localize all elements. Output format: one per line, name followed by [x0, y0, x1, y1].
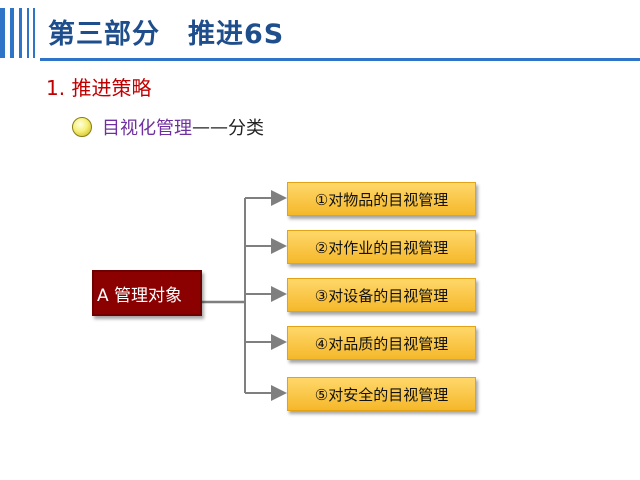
source-node-management-object: A 管理对象	[92, 270, 202, 316]
lightbulb-icon	[72, 117, 92, 137]
item-node-5: ⑤对安全的目视管理	[287, 377, 476, 411]
slide-title: 第三部分 推进6S	[48, 19, 285, 50]
bullet-dash: ——	[192, 116, 228, 138]
item-node-1: ①对物品的目视管理	[287, 182, 476, 216]
title-underline	[40, 58, 640, 61]
item-node-3: ③对设备的目视管理	[287, 278, 476, 312]
item-node-2: ②对作业的目视管理	[287, 230, 476, 264]
section-subtitle: 1. 推进策略	[46, 76, 152, 100]
bullet-main-text: 目视化管理	[102, 118, 192, 139]
bullet-row: 目视化管理 —— 分类	[72, 114, 264, 140]
item-node-4: ④对品质的目视管理	[287, 326, 476, 360]
bullet-tail-text: 分类	[228, 118, 264, 139]
